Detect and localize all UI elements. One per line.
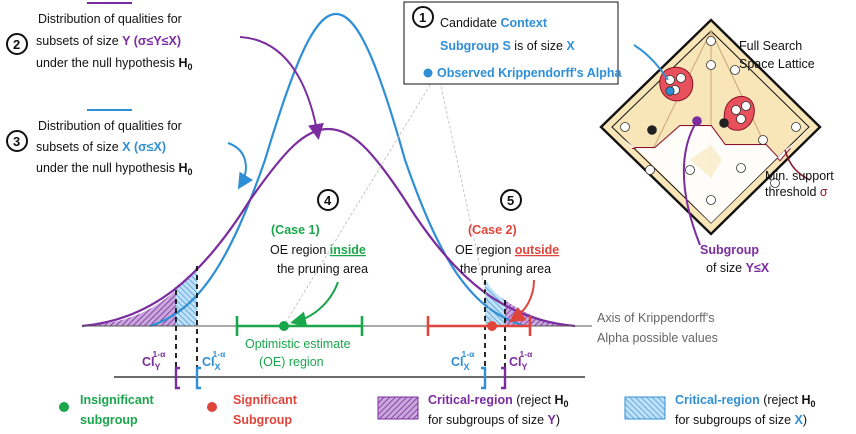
guide-line-2	[437, 71, 493, 323]
step5-line3: the pruning area	[460, 262, 551, 276]
step4-badge: 4	[317, 189, 339, 211]
subgroup-label-line1: Subgroup	[700, 243, 759, 257]
oe-label-line1: Optimistic estimate	[245, 337, 351, 351]
ci-x-right-bracket	[481, 366, 487, 390]
lattice-title-line1: Full Search	[739, 39, 802, 53]
oe-label-line2: (OE) region	[259, 355, 324, 369]
svg-text:1: 1	[419, 10, 426, 25]
step1-box	[403, 1, 619, 85]
svg-text:2: 2	[13, 37, 20, 52]
step4-line3: the pruning area	[277, 262, 368, 276]
legend-insignificant-dot	[59, 402, 69, 412]
step1-line1: Candidate Context	[440, 16, 548, 30]
lattice-blob-left	[659, 66, 694, 102]
axis-label-line2: Alpha possible values	[597, 331, 718, 345]
step3-arrow	[227, 142, 254, 190]
ci-y-left-bracket	[174, 366, 180, 390]
legend-significant-line2: Subgroup	[233, 413, 292, 427]
oe-region-case1	[235, 316, 364, 336]
legend-significant-line1: Significant	[233, 393, 298, 407]
step4-arrow	[290, 281, 339, 328]
lattice-title-line2: Space Lattice	[739, 57, 815, 71]
step2-arrow	[239, 36, 324, 140]
ci-x-right-label: CIX1-α	[451, 349, 475, 372]
threshold-label-line2: threshold σ	[765, 185, 828, 199]
step3-line1: Distribution of qualities for	[38, 119, 182, 133]
search-space-lattice	[599, 18, 822, 236]
subgroup-label-line2: of size Y≤X	[706, 261, 770, 275]
critical-region-x-left	[176, 266, 197, 326]
step3-badge: 3	[6, 130, 28, 152]
step4-case: (Case 1)	[271, 223, 320, 237]
step5-line2: OE region outside	[455, 243, 559, 257]
critical-region-y-left	[82, 290, 176, 326]
ci-x-left-label: CIX1-α	[202, 349, 226, 372]
legend-critical-x-line2: for subgroups of size X)	[675, 413, 807, 427]
step1-line2: Subgroup S is of size X	[440, 39, 575, 53]
legend-critical-y-swatch	[377, 396, 419, 420]
svg-text:5: 5	[507, 193, 514, 208]
threshold-pointer	[784, 149, 811, 181]
distribution-x-curve	[149, 12, 526, 328]
context-pointer	[633, 44, 669, 81]
step1-badge: 1	[412, 6, 434, 28]
step2-badge: 2	[6, 33, 28, 55]
step5-badge: 5	[500, 189, 522, 211]
subgroup-pointer	[682, 120, 701, 246]
oe-region-case2	[426, 316, 532, 336]
step5-case: (Case 2)	[468, 223, 517, 237]
legend-critical-y-line2: for subgroups of size Y)	[428, 413, 560, 427]
threshold-label-line1: Min. support	[765, 169, 834, 183]
ci-y-left-label: CIY1-α	[142, 349, 166, 372]
ci-y-right-label: CIY1-α	[509, 349, 533, 372]
ci-y-right-bracket	[501, 366, 507, 390]
observed-alpha-dot	[423, 68, 433, 78]
step1-legend: Observed Krippendorff's Alpha	[437, 66, 623, 80]
step3-line2: subsets of size X (σ≤X)	[36, 140, 166, 154]
svg-text:3: 3	[13, 134, 20, 149]
step2-line3: under the null hypothesis H0	[36, 56, 193, 72]
guide-line-1	[285, 71, 439, 323]
legend-insignificant-line2: subgroup	[80, 413, 138, 427]
step2-line1: Distribution of qualities for	[38, 12, 182, 26]
legend-critical-x-line1: Critical-region (reject H0	[675, 393, 815, 409]
step5-arrow	[508, 279, 535, 323]
legend-critical-y-line1: Critical-region (reject H0	[428, 393, 568, 409]
legend-critical-x-swatch	[624, 396, 666, 420]
ci-x-left-bracket	[195, 366, 201, 390]
step3-line3: under the null hypothesis H0	[36, 161, 193, 177]
svg-text:4: 4	[324, 193, 332, 208]
legend-significant-dot	[207, 402, 217, 412]
distribution-y-curve	[81, 127, 576, 328]
step4-line2: OE region inside	[270, 243, 366, 257]
legend-insignificant-line1: Insignificant	[80, 393, 154, 407]
axis-label-line1: Axis of Krippendorff's	[597, 311, 715, 325]
step2-line2: subsets of size Y (σ≤Y≤X)	[36, 34, 181, 48]
